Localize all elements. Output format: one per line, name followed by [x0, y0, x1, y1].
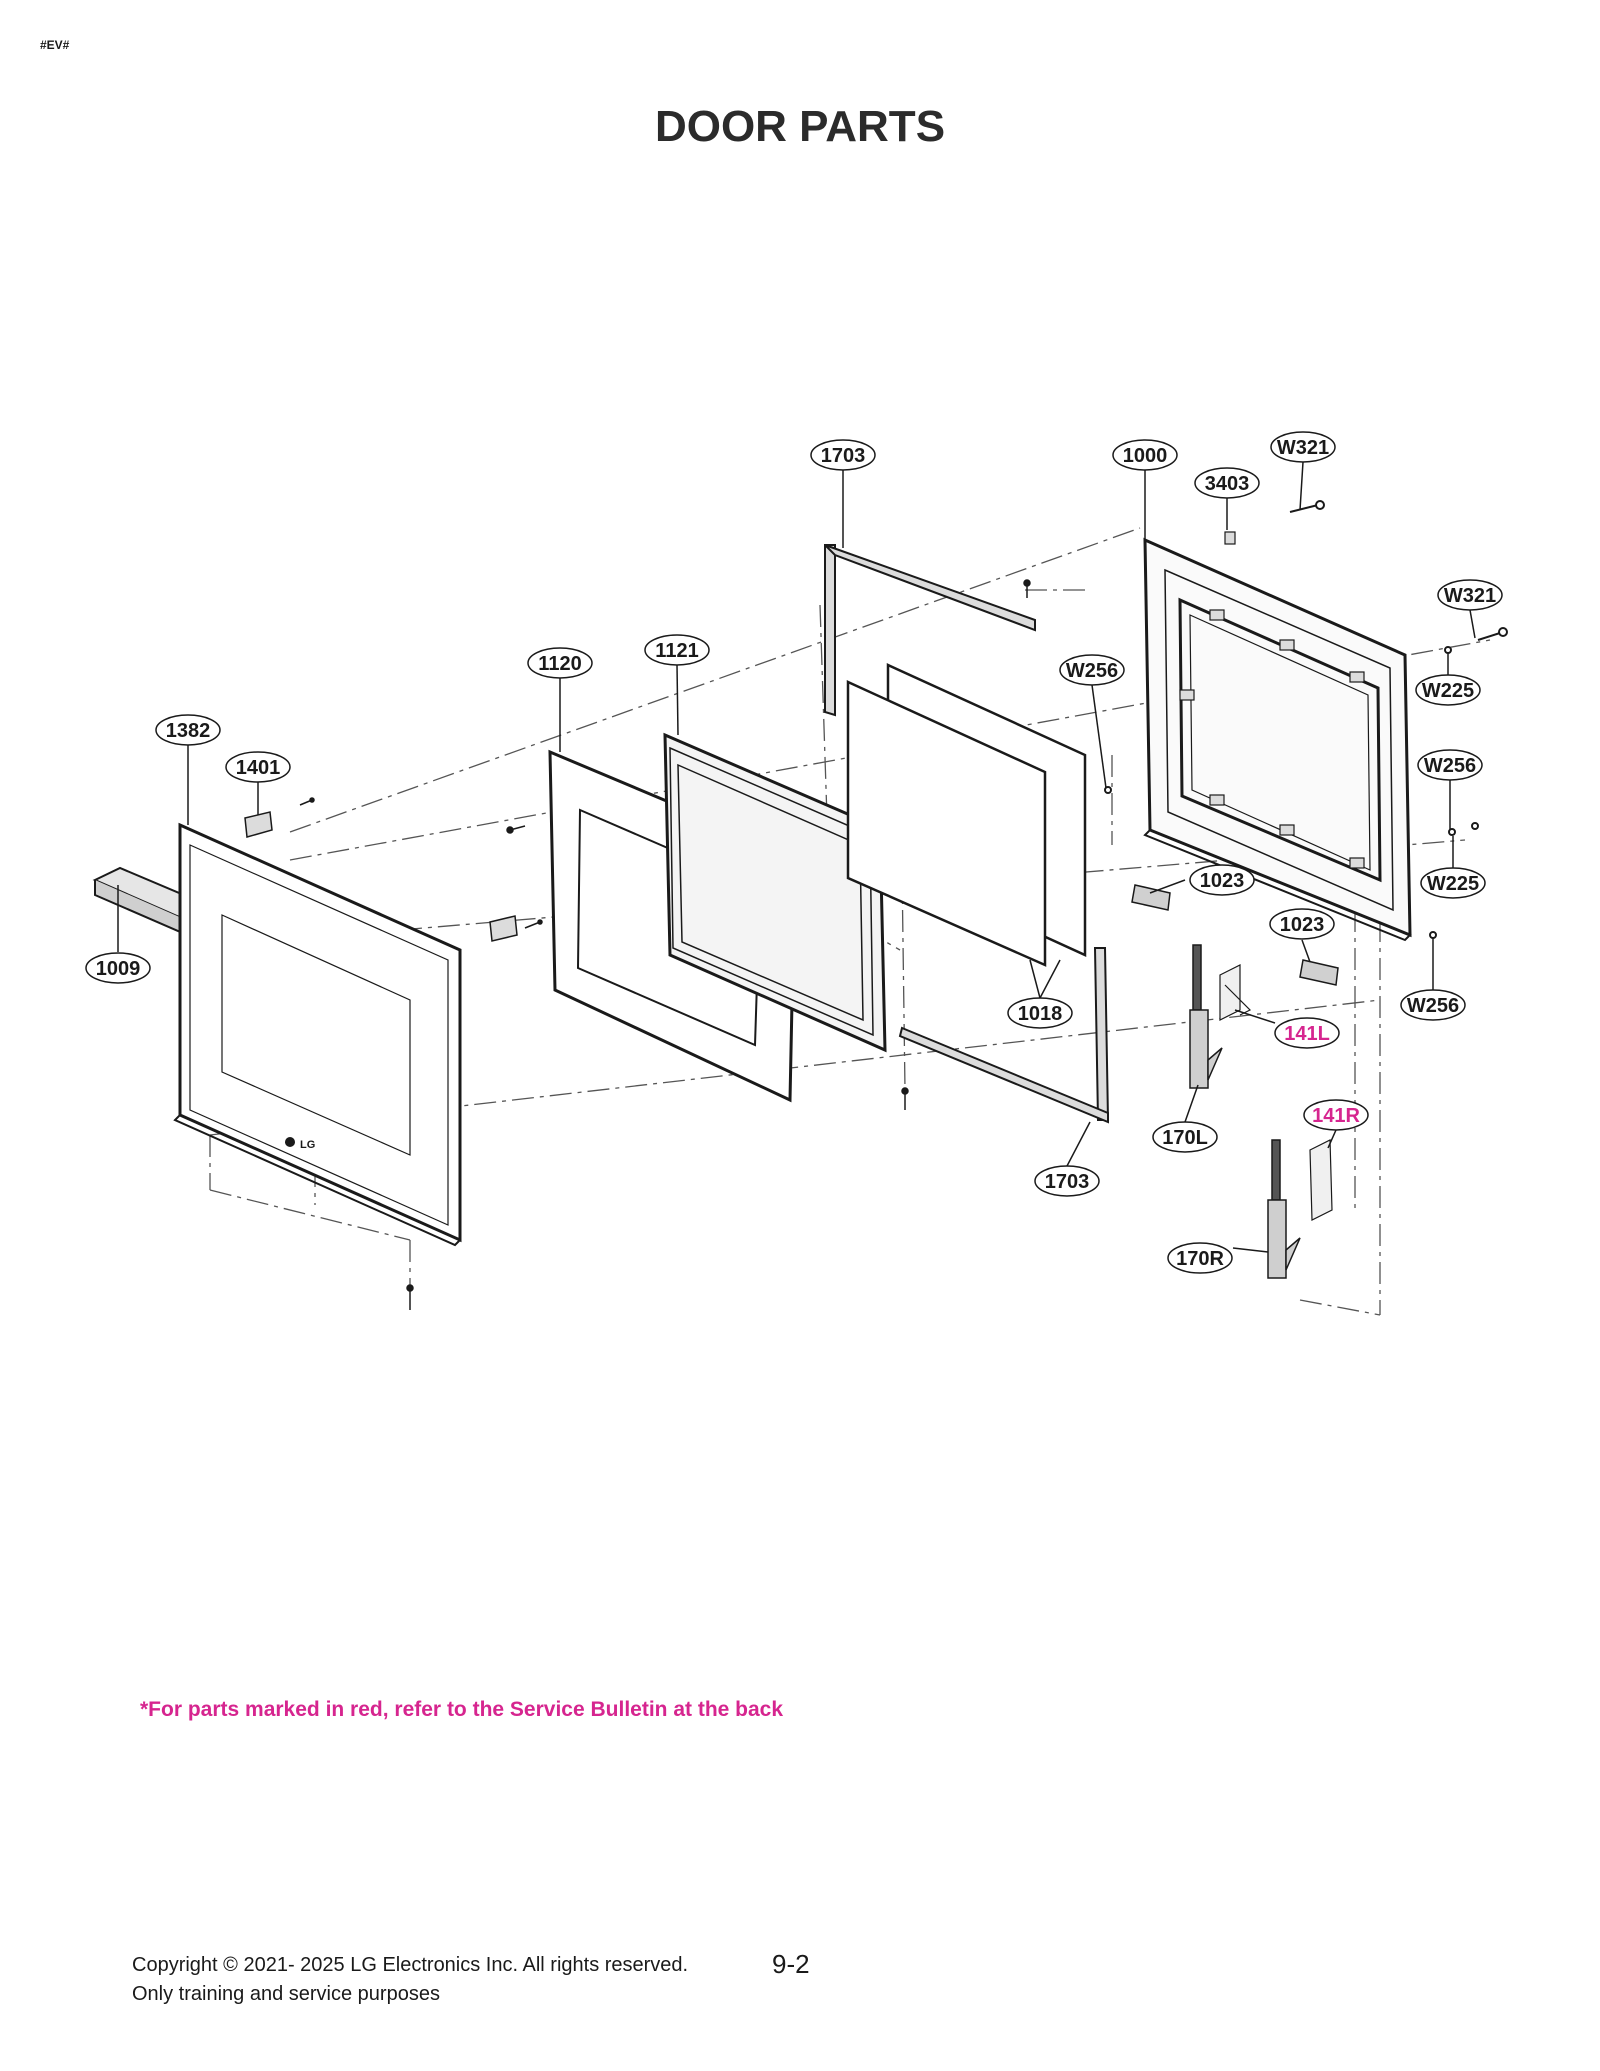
callout-label: W256 — [1407, 995, 1459, 1017]
screws-left — [299, 579, 1031, 1310]
callout-oval — [1167, 1242, 1233, 1274]
page-title: DOOR PARTS — [654, 102, 946, 151]
callout-1018: 1018 — [1007, 997, 1073, 1029]
callout-141l: 141L — [1274, 1017, 1340, 1049]
callout-label: W225 — [1427, 873, 1479, 895]
callout-label: W256 — [1066, 660, 1118, 682]
glass-frame-1121 — [663, 732, 887, 1053]
callout-label: 1703 — [1045, 1171, 1090, 1193]
callout-w321-a: W321 — [1270, 431, 1336, 463]
callout-oval — [1194, 467, 1260, 499]
callout-3403: 3403 — [1194, 467, 1260, 499]
callout-label: 1703 — [821, 445, 866, 467]
service-bulletin-note: *For parts marked in red, refer to the S… — [140, 1698, 784, 1721]
callout-w225-a: W225 — [1415, 674, 1481, 706]
callout-oval — [1437, 579, 1503, 611]
svg-text:LG: LG — [300, 1139, 315, 1151]
hinge-bracket-141r — [1309, 1139, 1333, 1221]
callout-170r: 170R — [1167, 1242, 1233, 1274]
callout-oval — [1415, 674, 1481, 706]
callout-w256-c: W256 — [1400, 989, 1466, 1021]
callout-label: 3403 — [1205, 473, 1250, 495]
callout-w225-b: W225 — [1420, 867, 1486, 899]
callout-141r: 141R — [1303, 1099, 1369, 1131]
callout-oval — [1152, 1121, 1218, 1153]
callout-w256-b: W256 — [1417, 749, 1483, 781]
callout-oval — [1269, 908, 1335, 940]
callout-label: 1023 — [1280, 914, 1325, 936]
callout-label: 1121 — [655, 640, 698, 662]
glass-panes-1018 — [846, 663, 1087, 967]
screws-right — [1104, 500, 1508, 939]
callout-oval — [1417, 749, 1483, 781]
hinge-170r — [1267, 1139, 1301, 1279]
callout-label: W256 — [1424, 755, 1476, 777]
inner-door-clips — [1179, 531, 1365, 869]
callout-label: W225 — [1422, 680, 1474, 702]
callout-label: 1009 — [96, 958, 141, 980]
copyright-block: Copyright © 2021- 2025 LG Electronics In… — [132, 1951, 688, 2009]
callout-oval — [85, 952, 151, 984]
callout-oval — [527, 647, 593, 679]
callout-label: 141L — [1284, 1023, 1330, 1045]
callout-1121: 1121 — [644, 634, 710, 666]
callout-oval — [810, 439, 876, 471]
hinge-bracket-141l — [1219, 964, 1252, 1021]
callout-label: 1382 — [166, 720, 211, 742]
callout-oval — [1034, 1165, 1100, 1197]
callout-1023-a: 1023 — [1189, 864, 1255, 896]
callout-label: 1000 — [1123, 445, 1168, 467]
callout-oval — [1112, 439, 1178, 471]
callout-oval — [1059, 654, 1125, 686]
callout-oval — [1189, 864, 1255, 896]
inner-door-1000 — [1143, 537, 1412, 942]
callout-1023-b: 1023 — [1269, 908, 1335, 940]
callout-label: 141R — [1312, 1105, 1360, 1127]
seal-1703-top — [824, 544, 1036, 717]
callout-1401: 1401 — [225, 751, 291, 783]
callout-1703-bot: 1703 — [1034, 1165, 1100, 1197]
outer-door-panel — [173, 822, 462, 1247]
callout-label: 170R — [1176, 1248, 1224, 1270]
leader-lines — [117, 461, 1476, 1253]
callout-1382: 1382 — [155, 714, 221, 746]
callout-oval — [1303, 1099, 1369, 1131]
page-number: 9-2 — [772, 1949, 810, 1979]
copyright-text: Copyright © 2021- 2025 LG Electronics In… — [132, 1954, 689, 1976]
callout-oval — [1270, 431, 1336, 463]
callout-oval — [1007, 997, 1073, 1029]
callout-w256-a: W256 — [1059, 654, 1125, 686]
callout-label: W321 — [1277, 437, 1329, 459]
callout-170l: 170L — [1152, 1121, 1218, 1153]
seal-1703-bottom — [898, 947, 1110, 1124]
callout-label: 1120 — [538, 653, 581, 675]
callout-label: 1023 — [1200, 870, 1245, 892]
callout-oval — [1274, 1017, 1340, 1049]
hinge-170l — [1189, 944, 1223, 1089]
callout-1000: 1000 — [1112, 439, 1178, 471]
callout-w321-b: W321 — [1437, 579, 1503, 611]
callout-oval — [644, 634, 710, 666]
callout-oval — [1400, 989, 1466, 1021]
callout-1120: 1120 — [527, 647, 593, 679]
callout-oval — [225, 751, 291, 783]
document-code: #EV# — [40, 38, 70, 52]
callout-label: 1018 — [1018, 1003, 1063, 1025]
bracket-1401 — [244, 811, 518, 942]
callout-1009: 1009 — [85, 952, 151, 984]
callout-label: W321 — [1444, 585, 1496, 607]
callout-oval — [155, 714, 221, 746]
callout-1703-top: 1703 — [810, 439, 876, 471]
lg-logo: LG — [285, 1137, 315, 1151]
callout-label: 1401 — [236, 757, 281, 779]
callout-label: 170L — [1162, 1127, 1208, 1149]
purpose-text: Only training and service purposes — [132, 1983, 440, 2005]
callout-oval — [1420, 867, 1486, 899]
